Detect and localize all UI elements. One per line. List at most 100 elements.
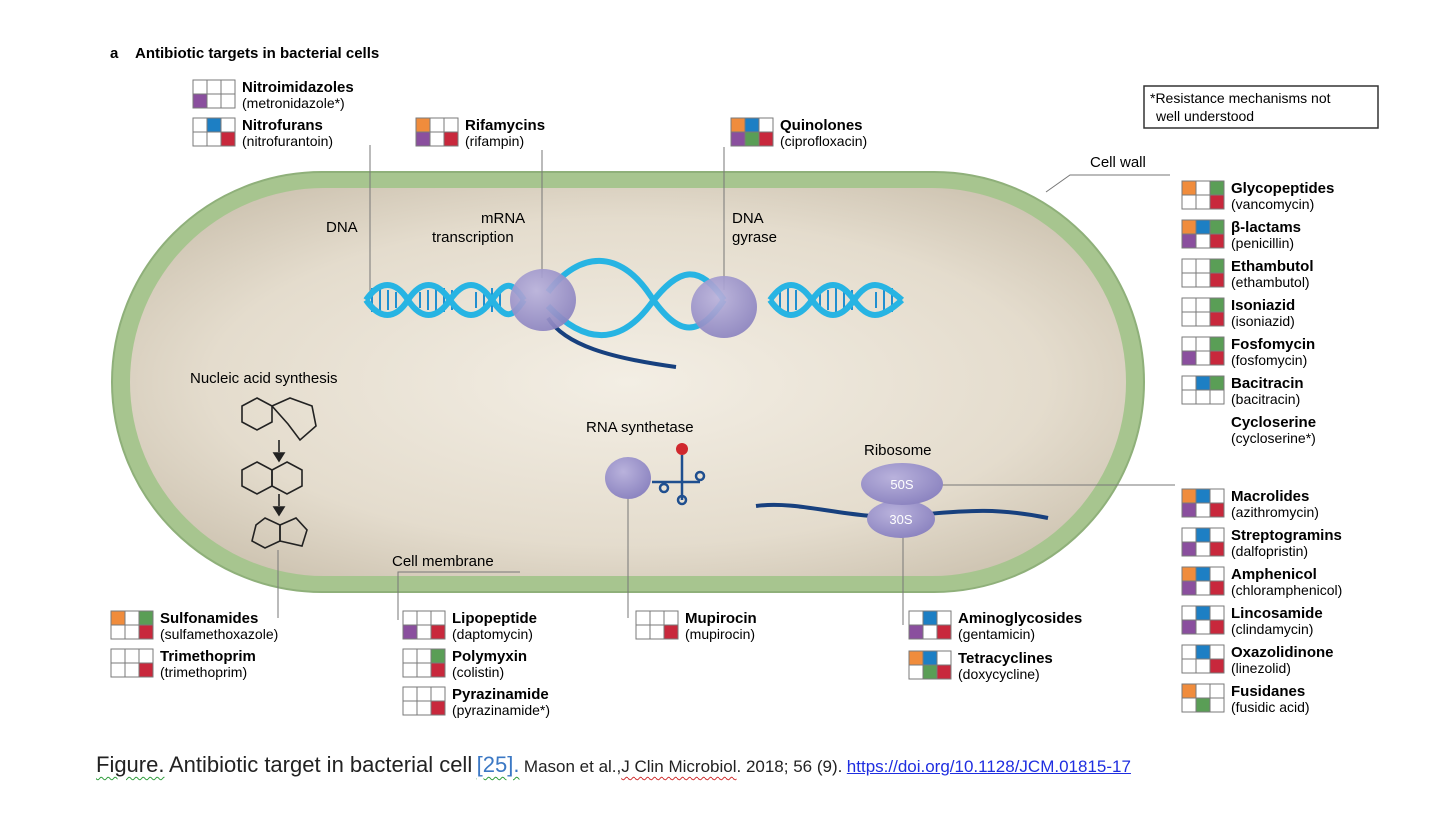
mechanism-cell <box>192 93 208 109</box>
panel-label: a <box>110 45 119 62</box>
mechanism-cell <box>429 131 445 147</box>
mechanism-cell <box>416 662 432 678</box>
mechanism-cell <box>1195 683 1211 699</box>
mechanism-cell <box>730 117 746 133</box>
mechanism-cell <box>922 650 938 666</box>
mechanism-cell <box>402 700 418 716</box>
mechanism-cell <box>1195 233 1211 249</box>
mechanism-cell <box>1181 619 1197 635</box>
drug-class-example: (metronidazole*) <box>242 95 345 111</box>
mechanism-cell <box>110 662 126 678</box>
drug-class-example: (chloramphenicol) <box>1231 582 1342 598</box>
mechanism-cell <box>402 610 418 626</box>
caption-reference-link[interactable]: [25]. <box>476 752 520 777</box>
mechanism-cell <box>430 624 446 640</box>
drug-class-name: Pyrazinamide <box>452 686 549 703</box>
drug-class-name: Macrolides <box>1231 488 1309 505</box>
drug-entry-tetracyclines: Tetracyclines(doxycycline) <box>908 650 1053 682</box>
mechanism-cell <box>922 664 938 680</box>
mechanism-cell <box>1181 527 1197 543</box>
mechanism-cell <box>430 610 446 626</box>
mechanism-cell <box>1181 272 1197 288</box>
drug-entry-oxazolidinone: Oxazolidinone(linezolid) <box>1181 644 1334 676</box>
mechanism-cell <box>1195 619 1211 635</box>
mechanism-cell <box>124 624 140 640</box>
mechanism-cell <box>1195 258 1211 274</box>
drug-class-example: (trimethoprim) <box>160 664 247 680</box>
drug-class-example: (ethambutol) <box>1231 274 1310 290</box>
drug-class-name: Fosfomycin <box>1231 336 1315 353</box>
drug-class-example: (daptomycin) <box>452 626 533 642</box>
mechanism-cell <box>1195 336 1211 352</box>
drug-class-name: Polymyxin <box>452 648 527 665</box>
mechanism-cell <box>936 624 952 640</box>
mechanism-cell <box>635 624 651 640</box>
mechanism-cell <box>908 650 924 666</box>
mechanism-cell <box>1209 541 1225 557</box>
caption-citation-details: . 2018; 56 (9). <box>736 757 843 776</box>
mechanism-cell <box>1209 502 1225 518</box>
mechanism-cell <box>1181 566 1197 582</box>
drug-class-name: Lincosamide <box>1231 605 1323 622</box>
mechanism-cell <box>908 624 924 640</box>
mechanism-cell <box>1195 658 1211 674</box>
drug-class-name: Cycloserine <box>1231 414 1316 431</box>
drug-entry-macrolides: Macrolides(azithromycin) <box>1181 488 1319 520</box>
mechanism-cell <box>220 93 236 109</box>
drug-class-example: (dalfopristin) <box>1231 543 1308 559</box>
mechanism-cell <box>1195 219 1211 235</box>
label-nucleic-acid-synthesis: Nucleic acid synthesis <box>190 370 338 387</box>
drug-entry-nitroimidazoles: Nitroimidazoles(metronidazole*) <box>192 79 354 111</box>
mechanism-cell <box>1209 180 1225 196</box>
caption-journal: J Clin Microbiol <box>621 757 737 776</box>
mechanism-cell <box>1195 502 1211 518</box>
mechanism-cell <box>1181 502 1197 518</box>
mechanism-cell <box>1181 644 1197 660</box>
mechanism-cell <box>1195 272 1211 288</box>
mechanism-cell <box>1181 697 1197 713</box>
drug-class-example: (bacitracin) <box>1231 391 1300 407</box>
ribosome-50s <box>861 463 943 505</box>
mechanism-cell <box>635 610 651 626</box>
drug-class-example: (fusidic acid) <box>1231 699 1310 715</box>
drug-class-example: (nitrofurantoin) <box>242 133 333 149</box>
mechanism-cell <box>922 610 938 626</box>
drug-class-name: Aminoglycosides <box>958 610 1082 627</box>
mechanism-cell <box>192 79 208 95</box>
mechanism-cell <box>730 131 746 147</box>
mechanism-cell <box>1209 697 1225 713</box>
mechanism-cell <box>192 117 208 133</box>
mechanism-cell <box>220 117 236 133</box>
mechanism-cell <box>206 93 222 109</box>
drug-class-name: Trimethoprim <box>160 648 256 665</box>
note-box <box>1143 85 1379 129</box>
drug-class-name: Sulfonamides <box>160 610 258 627</box>
ribosome-30s <box>867 500 935 538</box>
mechanism-cell <box>1209 258 1225 274</box>
caption-doi-link[interactable]: https://doi.org/10.1128/JCM.01815-17 <box>846 757 1131 776</box>
mechanism-cell <box>1195 644 1211 660</box>
mechanism-cell <box>1181 350 1197 366</box>
mechanism-cell <box>1181 389 1197 405</box>
drug-entry-isoniazid: Isoniazid(isoniazid) <box>1181 297 1295 329</box>
mechanism-cell <box>1209 219 1225 235</box>
drug-entry-aminoglycosides: Aminoglycosides(gentamicin) <box>908 610 1082 642</box>
drug-class-legend: Nitroimidazoles(metronidazole*)Nitrofura… <box>110 79 1342 718</box>
label-gyrase-2: gyrase <box>732 229 777 246</box>
drug-entry-fusidanes: Fusidanes(fusidic acid) <box>1181 683 1310 715</box>
drug-class-name: Ethambutol <box>1231 258 1314 275</box>
mechanism-cell <box>1209 644 1225 660</box>
mechanism-cell <box>192 131 208 147</box>
mechanism-cell <box>415 131 431 147</box>
drug-class-example: (clindamycin) <box>1231 621 1313 637</box>
mechanism-cell <box>649 610 665 626</box>
label-gyrase-1: DNA <box>732 210 764 227</box>
mechanism-cell <box>206 117 222 133</box>
drug-class-name: Bacitracin <box>1231 375 1304 392</box>
drug-class-name: Quinolones <box>780 117 863 134</box>
drug-entry-rifamycins: Rifamycins(rifampin) <box>415 117 545 149</box>
note-line-2: well understood <box>1155 108 1254 124</box>
mechanism-cell <box>936 610 952 626</box>
mechanism-cell <box>1181 311 1197 327</box>
mechanism-cell <box>430 686 446 702</box>
